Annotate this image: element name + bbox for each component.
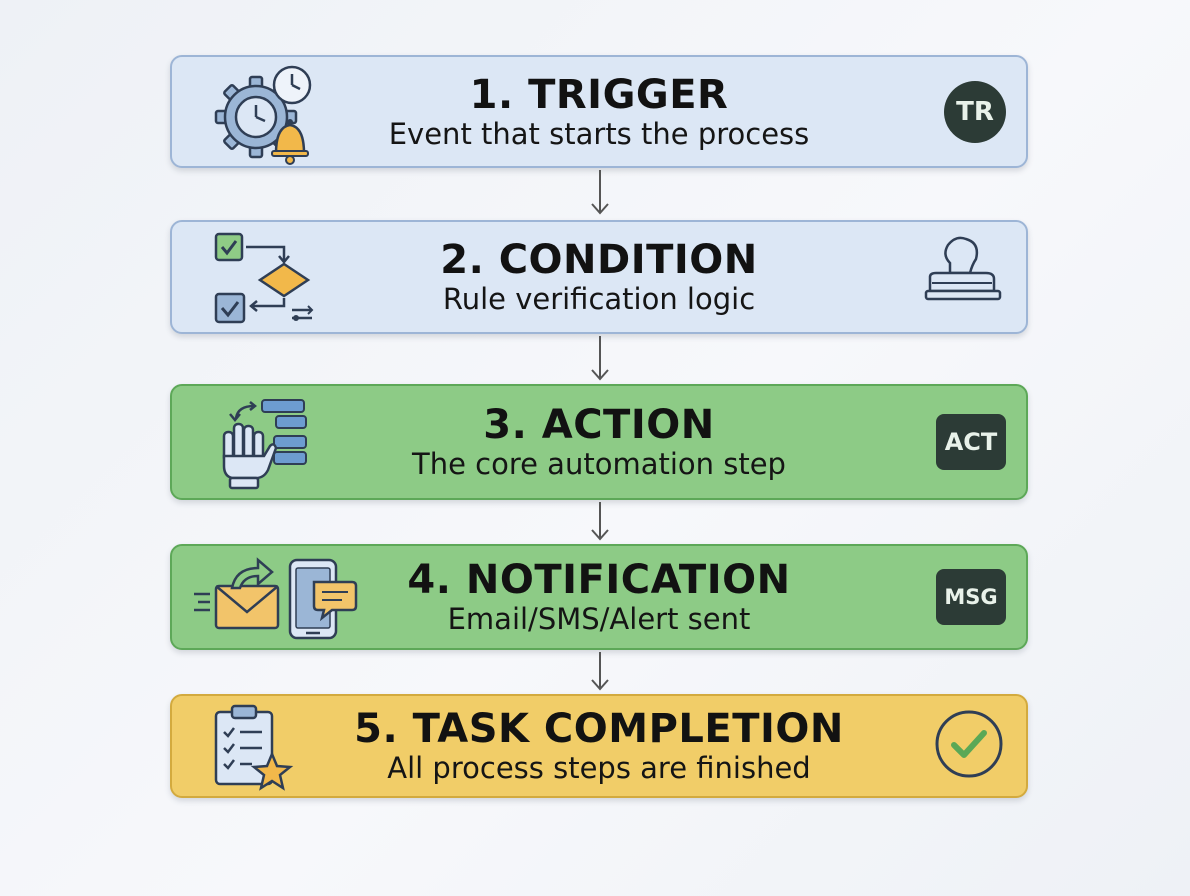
step-subtitle: Rule verification logic (442, 282, 756, 316)
step-task-completion: 5. TASK COMPLETION All process steps are… (170, 694, 1028, 798)
connector-arrow (591, 336, 609, 381)
clipboard-star-icon (212, 702, 296, 798)
step-subtitle: Event that starts the process (388, 116, 810, 151)
gear-clock-bell-icon (212, 63, 322, 171)
step-action: 3. ACTION The core automation step (170, 384, 1028, 500)
connector-arrow (591, 502, 609, 541)
step-subtitle: All process steps are finished (387, 751, 811, 785)
step-title: 5. TASK COMPLETION (354, 706, 844, 752)
step-subtitle: The core automation step (412, 447, 786, 481)
step-title: 4. NOTIFICATION (407, 557, 791, 603)
trigger-badge: TR (944, 80, 1006, 143)
connector-arrow (591, 170, 609, 215)
action-badge: ACT (936, 414, 1006, 470)
message-badge: MSG (936, 569, 1006, 625)
step-notification: 4. NOTIFICATION Email/SMS/Alert sent (170, 544, 1028, 650)
step-trigger: 1. TRIGGER Event that starts the process (170, 55, 1028, 168)
decision-flow-icon (214, 232, 318, 328)
step-title: 2. CONDITION (440, 237, 758, 283)
check-circle-icon (932, 707, 1006, 785)
step-subtitle: Email/SMS/Alert sent (447, 602, 751, 636)
step-title: 3. ACTION (483, 402, 715, 448)
step-title: 1. TRIGGER (469, 71, 729, 118)
stamp-icon (922, 233, 1006, 321)
email-phone-icon (192, 556, 358, 646)
step-condition: 2. CONDITION Rule verification logic (170, 220, 1028, 334)
connector-arrow (591, 652, 609, 691)
robot-hand-icon (218, 396, 314, 496)
